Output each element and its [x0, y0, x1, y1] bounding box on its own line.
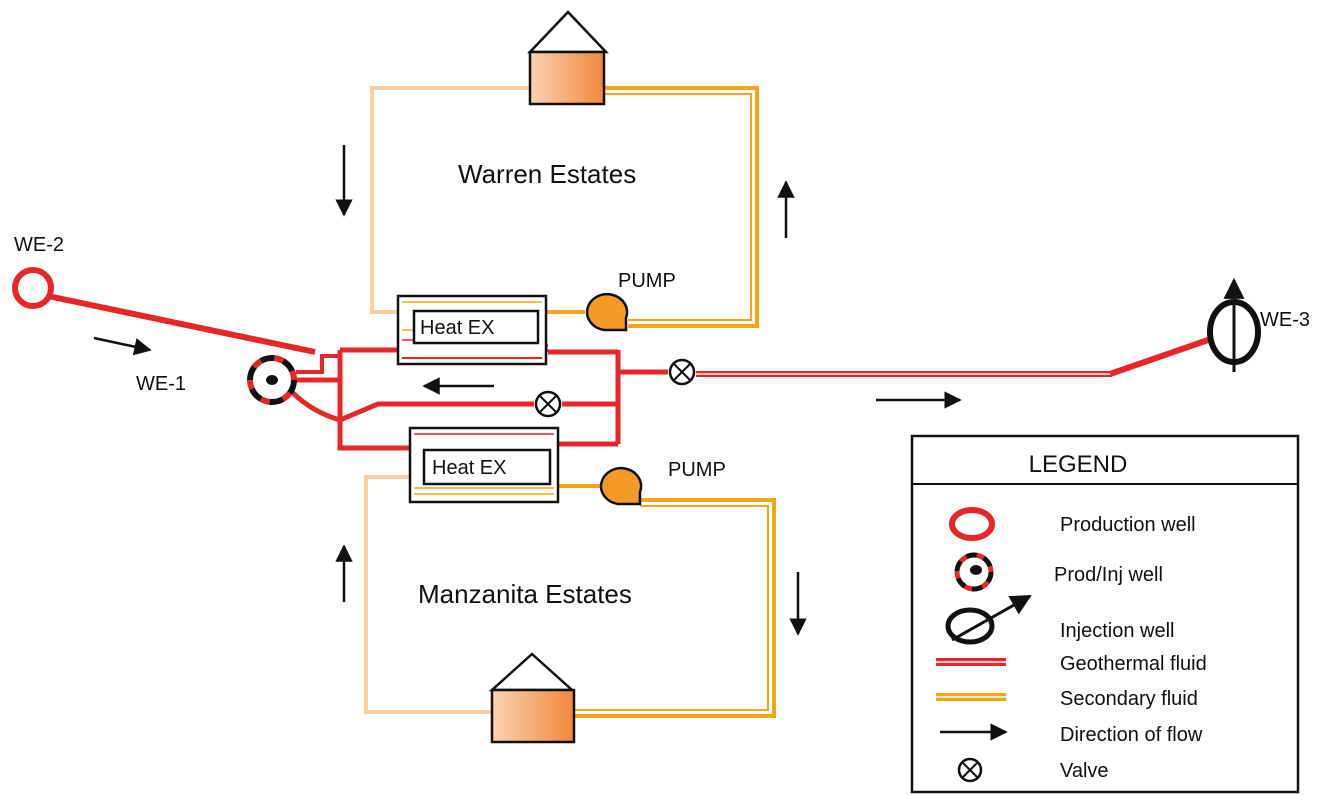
house-warren-icon — [527, 10, 609, 106]
warren-estates-label: Warren Estates — [458, 159, 636, 189]
manzanita-secondary-loop — [364, 475, 776, 718]
pump-top-label: PUMP — [618, 270, 676, 292]
we1-label: WE-1 — [136, 373, 186, 395]
heat-exchanger-top: Heat EX — [396, 294, 548, 366]
legend-item-prod-inj-well: Prod/Inj well — [1054, 564, 1163, 586]
legend-prod-inj-well-icon — [954, 552, 994, 592]
legend-title: LEGEND — [1029, 451, 1128, 478]
valve-middle-icon — [534, 390, 562, 418]
legend-item-secondary-fluid: Secondary fluid — [1060, 688, 1198, 710]
geothermal-network — [47, 293, 1209, 451]
legend: LEGEND Production well Prod/Inj well Inj… — [910, 434, 1300, 794]
we3-label: WE-3 — [1260, 309, 1310, 331]
legend-item-valve: Valve — [1060, 760, 1109, 782]
pump-bottom-icon — [599, 467, 643, 506]
house-manzanita-icon — [488, 652, 576, 744]
pump-bottom-label: PUMP — [668, 459, 726, 481]
we2-label: WE-2 — [14, 234, 64, 256]
legend-item-injection-well: Injection well — [1060, 620, 1175, 642]
legend-item-production-well: Production well — [1060, 514, 1196, 536]
heat-exchanger-bottom: Heat EX — [408, 426, 560, 504]
warren-secondary-loop — [370, 86, 759, 328]
manzanita-estates-label: Manzanita Estates — [418, 579, 632, 609]
we3-injection-well-icon — [1207, 277, 1261, 372]
valve-right-icon — [668, 358, 696, 386]
legend-injection-well-icon — [945, 594, 1032, 645]
we1-prod-inj-well-icon — [247, 355, 297, 405]
legend-item-geothermal-fluid: Geothermal fluid — [1060, 653, 1207, 675]
legend-valve-icon — [957, 757, 983, 783]
pump-top-icon — [585, 293, 629, 332]
legend-production-well-icon — [949, 507, 995, 541]
heat-ex-bottom-label: Heat EX — [432, 457, 506, 479]
heat-ex-top-label: Heat EX — [420, 317, 494, 339]
flow-arrows — [93, 145, 962, 636]
legend-item-direction-of-flow: Direction of flow — [1060, 724, 1203, 746]
we2-production-well-icon — [12, 267, 54, 309]
